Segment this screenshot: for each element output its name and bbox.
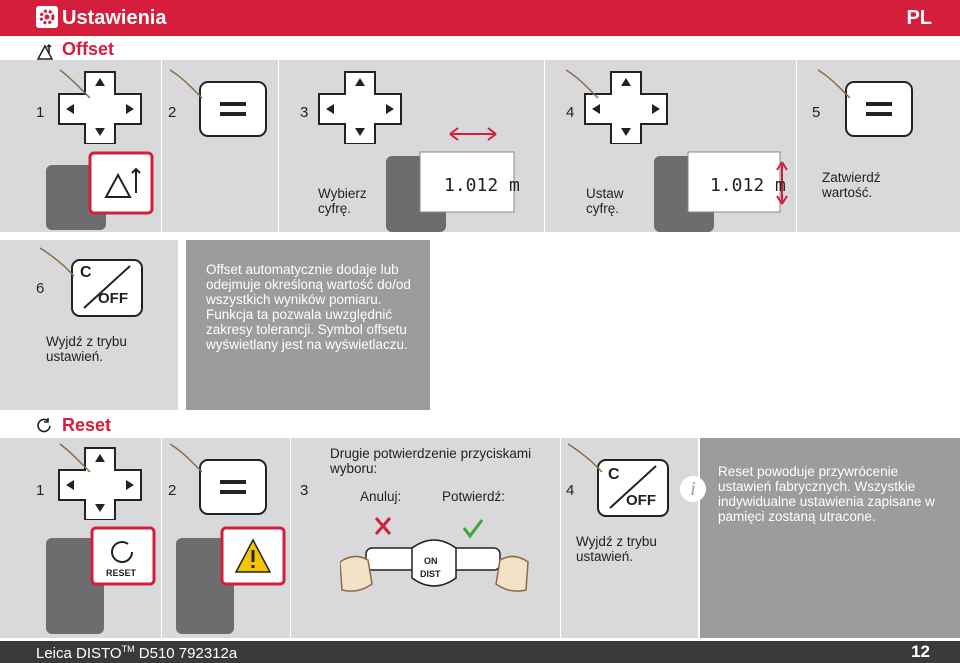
settings-icon	[36, 6, 58, 28]
step-number: 5	[812, 104, 821, 121]
step-number: 6	[36, 280, 45, 297]
cancel-label: Anuluj:	[360, 489, 402, 504]
step-number: 4	[566, 104, 575, 121]
offset-info-text: Offset automatycznie dodaje lub odejmuje…	[206, 262, 411, 352]
c-key-label: C	[608, 466, 620, 483]
step-caption: Zatwierdź wartość.	[822, 170, 881, 200]
navigation-key-icon[interactable]	[300, 64, 420, 144]
clear-off-key-icon[interactable]	[40, 244, 170, 320]
dist-label: DIST	[420, 569, 441, 579]
step-number: 2	[168, 104, 177, 121]
step-number: 4	[566, 482, 575, 499]
step-caption: Ustaw cyfrę.	[586, 186, 624, 216]
offset-section-title: Offset	[62, 39, 115, 59]
equals-key-icon[interactable]	[170, 440, 280, 520]
display-value: 1.012 m	[710, 175, 786, 196]
page-header: Ustawienia PL	[0, 0, 960, 36]
off-key-label: OFF	[98, 290, 128, 307]
step-number: 1	[36, 104, 45, 121]
equals-key-icon[interactable]	[170, 64, 270, 144]
device-display	[654, 151, 788, 232]
clear-off-key-icon[interactable]	[568, 440, 698, 520]
device-display	[386, 151, 515, 232]
reset-section-title: Reset	[62, 415, 112, 435]
step-caption: Wyjdź z trybu ustawień.	[46, 334, 127, 364]
confirm-label: Potwierdź:	[442, 489, 506, 504]
step-number: 3	[300, 104, 309, 121]
c-key-label: C	[80, 264, 92, 281]
step-caption: Wybierz cyfrę.	[318, 186, 367, 216]
reset-info-text: Reset powoduje przywrócenie ustawień fab…	[718, 464, 935, 524]
step-caption: Drugie potwierdzenie przyciskami wyboru:	[330, 446, 532, 476]
info-icon: i	[179, 272, 187, 297]
on-label: ON	[424, 556, 438, 566]
step-number: 1	[36, 482, 45, 499]
page-footer: Leica DISTOTM D510 792312a 12	[0, 641, 960, 663]
step-number: 3	[300, 482, 309, 499]
left-right-arrow-icon	[449, 127, 497, 141]
reset-icon	[34, 416, 54, 441]
language-code: PL	[906, 7, 932, 29]
device-display-warning-icon	[176, 526, 286, 634]
reset-info-box	[700, 438, 960, 638]
page-number: 12	[911, 642, 930, 661]
navigation-key-icon[interactable]	[40, 440, 160, 520]
off-key-label: OFF	[626, 492, 656, 509]
offset-info-box	[186, 240, 430, 410]
model-name: Leica DISTOTM D510 792312a	[36, 644, 238, 662]
display-value: 1.012 m	[444, 175, 520, 196]
reset-label: RESET	[106, 568, 137, 578]
navigation-key-icon[interactable]	[566, 64, 686, 144]
step-caption: Wyjdź z trybu ustawień.	[576, 534, 657, 564]
device-display-reset-icon	[46, 526, 156, 634]
info-icon: i	[680, 476, 706, 502]
offset-icon	[36, 43, 54, 66]
navigation-key-icon[interactable]	[40, 64, 160, 144]
equals-key-icon[interactable]	[818, 64, 918, 144]
double-key-press-icon[interactable]	[340, 510, 530, 600]
page-title: Ustawienia	[62, 7, 167, 29]
step-number: 2	[168, 482, 177, 499]
device-display-offset-icon	[46, 151, 154, 230]
